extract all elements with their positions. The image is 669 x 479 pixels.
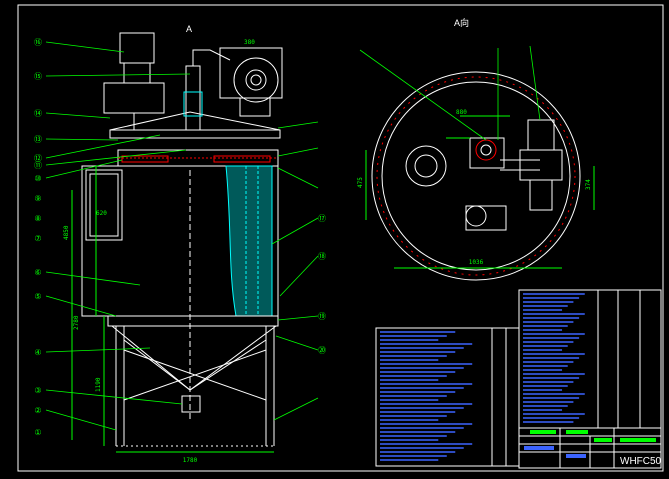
inlet-circle (405, 145, 447, 187)
discharge-valve (181, 395, 201, 413)
dim-side-offset: 880 (456, 109, 467, 116)
dim-height-total: 4850 (63, 225, 70, 240)
title-block (518, 427, 662, 469)
dim-side-right: 374 (585, 179, 592, 190)
fan-housing (233, 57, 279, 103)
callout-right-2: ⑱ (318, 252, 326, 261)
dim-side-height: 475 (357, 177, 364, 188)
drawing-frame (17, 4, 664, 472)
callout-left-2: ⑮ (34, 72, 42, 81)
callout-left-4: ⑬ (34, 135, 42, 144)
callout-left-8: ⑨ (34, 194, 41, 203)
view-label-side: A向 (454, 17, 469, 28)
callout-left-3: ⑭ (34, 109, 42, 118)
fan-outlet (475, 139, 497, 161)
dim-height-lower: 1190 (95, 377, 102, 392)
callout-left-12: ⑤ (34, 292, 41, 301)
center-pipe (185, 65, 201, 131)
parts-list-table (375, 289, 662, 467)
reducer-housing (103, 82, 165, 114)
inspection-door (85, 169, 123, 241)
dim-overall-width: 1780 (183, 457, 198, 464)
view-label-front: A (186, 24, 192, 34)
callout-left-1: ⑯ (34, 38, 42, 47)
dim-height-mid: 2780 (73, 315, 80, 330)
front-view (45, 32, 319, 453)
dim-opening: 620 (96, 210, 107, 217)
dim-duct-width: 380 (244, 39, 255, 46)
callout-left-16: ① (34, 428, 41, 437)
shell-outer-circle (371, 71, 581, 281)
filter-bag (225, 165, 273, 317)
callout-left-10: ⑦ (34, 234, 41, 243)
callout-left-13: ④ (34, 348, 41, 357)
callout-left-5: ⑫ (34, 154, 42, 163)
callout-left-7: ⑩ (34, 174, 41, 183)
callout-left-14: ③ (34, 386, 41, 395)
hood-roof (109, 111, 281, 131)
callout-left-11: ⑥ (34, 268, 41, 277)
callout-left-6: ⑪ (34, 161, 42, 170)
callout-right-3: ⑲ (318, 312, 326, 321)
dim-side-width: 1036 (469, 259, 484, 266)
callout-right-4: ⑳ (318, 346, 326, 355)
callout-left-15: ② (34, 406, 41, 415)
callout-left-9: ⑧ (34, 214, 41, 223)
drawing-code: WHFC50 (620, 456, 662, 467)
side-view (359, 45, 595, 281)
callouts-right: ⑰ ⑱ ⑲ ⑳ (318, 214, 326, 355)
side-motor (527, 119, 555, 151)
discharge-circle (465, 205, 487, 227)
motor-body (119, 32, 155, 64)
callout-right-1: ⑰ (318, 214, 326, 223)
dust-hopper (111, 325, 277, 391)
